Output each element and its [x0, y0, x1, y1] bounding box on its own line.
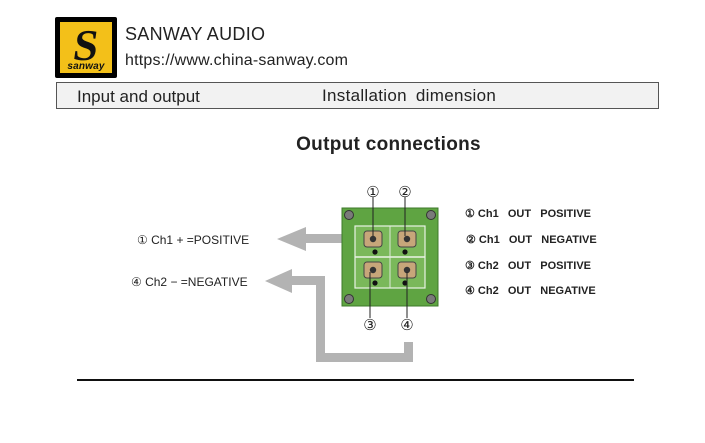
corner-screw: [344, 294, 354, 304]
label-ch1-positive: ① Ch1 + =POSITIVE: [137, 233, 250, 247]
ch1-positive-arrow: [277, 227, 372, 251]
brand-name: SANWAY AUDIO: [125, 24, 266, 44]
ch2-negative-arrow: [265, 269, 413, 362]
bottom-divider: [77, 379, 634, 381]
legend-item-2: ② Ch1 OUT NEGATIVE: [466, 234, 597, 246]
section-title: Output connections: [296, 134, 481, 155]
logo-word: sanway: [67, 61, 105, 72]
terminal-number-2: ②: [398, 184, 411, 201]
section-nav-bar: [56, 82, 659, 109]
terminal-number-3: ③: [363, 317, 376, 334]
label-ch2-negative: ④ Ch2 − =NEGATIVE: [131, 275, 248, 289]
terminal-board: [341, 207, 439, 307]
terminal-number-4: ④: [400, 317, 413, 334]
legend-item-3: ③ Ch2 OUT POSITIVE: [465, 260, 591, 272]
leader-lines: [369, 197, 408, 318]
terminal-post-1: [363, 230, 383, 255]
legend-item-4: ④ Ch2 OUT NEGATIVE: [465, 285, 596, 297]
corner-screw: [344, 210, 354, 220]
terminal-post-2: [397, 230, 417, 255]
nav-installation-dimension[interactable]: Installation dimension: [322, 86, 497, 105]
legend-item-1: ① Ch1 OUT POSITIVE: [465, 208, 591, 220]
terminal-post-4: [397, 261, 417, 286]
corner-screw: [426, 294, 436, 304]
corner-screw: [426, 210, 436, 220]
website-url[interactable]: https://www.china-sanway.com: [125, 52, 349, 69]
sanway-logo: S sanway: [55, 17, 117, 78]
terminal-post-3: [363, 261, 383, 286]
nav-input-output[interactable]: Input and output: [77, 87, 200, 106]
terminal-number-1: ①: [366, 184, 379, 201]
